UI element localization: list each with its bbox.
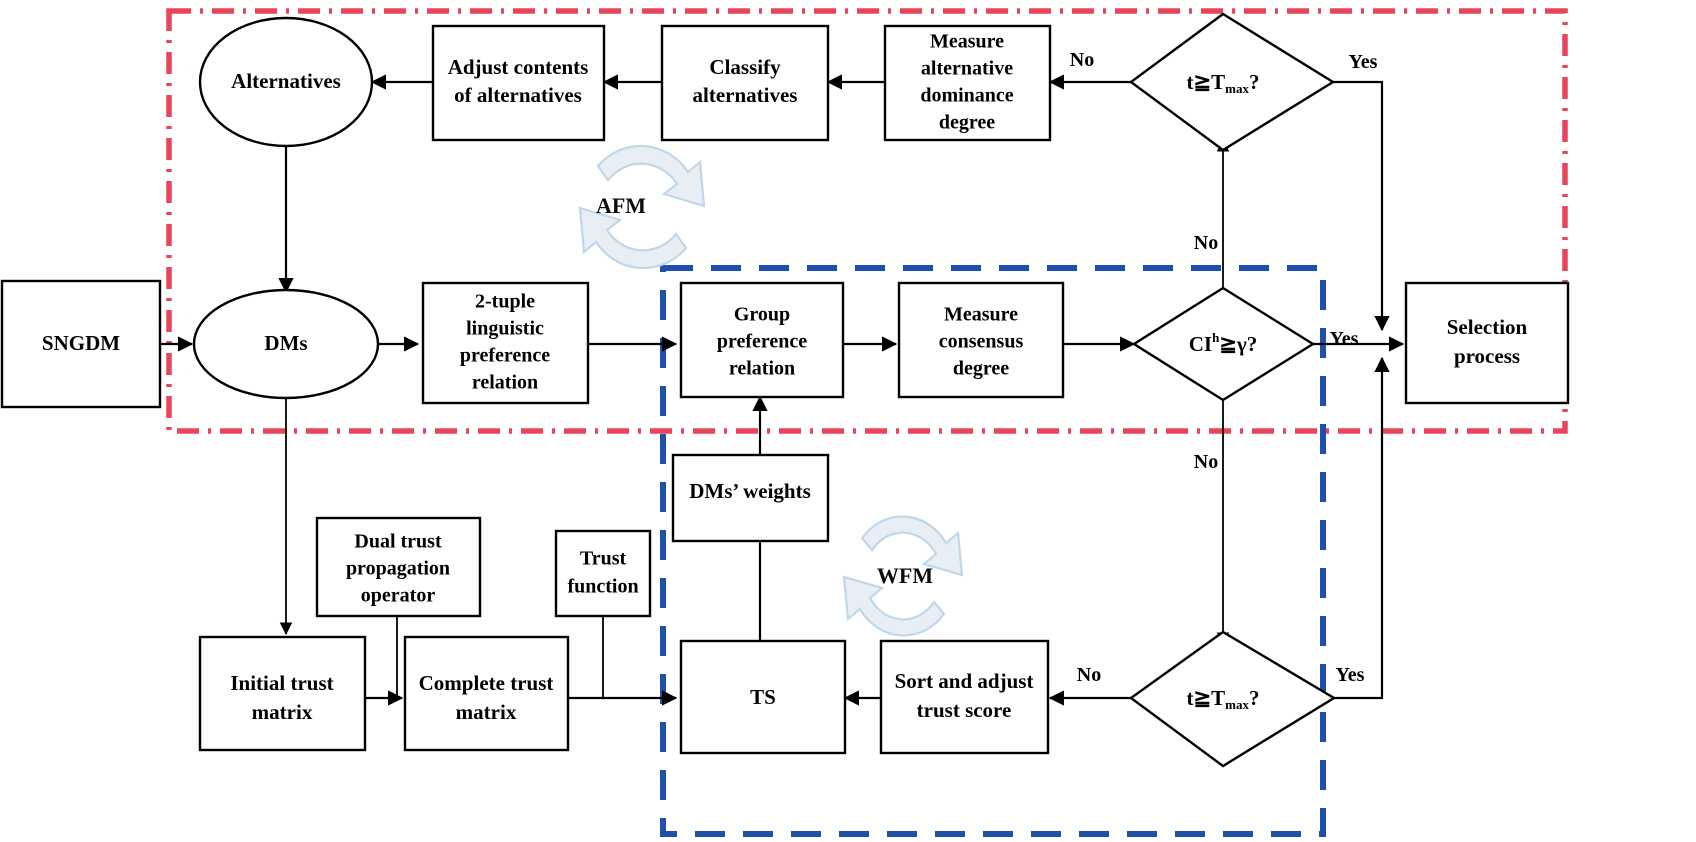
node-compmatrix-line1: Complete trust [419,671,554,695]
node-trustfunc-line2: function [567,576,638,598]
node-dominance-line1: Measure [930,31,1004,53]
edge-labels: No Yes No Yes No No Yes [1070,49,1378,686]
node-trust-function[interactable]: Trust function [554,529,652,618]
afm-frame [166,8,1568,434]
node-alternatives[interactable]: Alternatives [198,16,374,148]
decision-mid-label: CIh≧γ? [1189,330,1258,356]
edge-decbot-yes [1334,356,1390,700]
node-dominance-line4: degree [939,112,995,134]
node-dominance-line3: dominance [920,85,1013,107]
node-dmweights-label: DMs’ weights [689,479,811,503]
node-adjust-line1: Adjust contents [448,55,589,79]
node-ts-label: TS [750,685,776,709]
node-classify-line2: alternatives [693,83,798,107]
node-grouppref-line2: preference [717,331,807,353]
node-dominance-degree[interactable]: Measure alternative dominance degree [883,24,1052,142]
node-2tuple-relation[interactable]: 2-tuple linguistic preference relation [421,281,590,405]
wfm-cycle-label: WFM [877,563,933,588]
node-grouppref-line3: relation [729,358,795,380]
wfm-frame [660,265,1326,837]
node-tuple-line1: 2-tuple [475,291,535,313]
node-consensus-degree[interactable]: Measure consensus degree [897,281,1065,399]
node-tuple-line4: relation [472,372,538,394]
label-mid-no-down: No [1194,451,1218,473]
node-dualtrust-line3: operator [361,585,436,607]
node-ts[interactable]: TS [679,639,847,755]
decision-bottom-tmax[interactable]: t≧Tmax? [1128,630,1337,768]
afm-cycle-icon: AFM [578,144,706,270]
node-initmatrix-line1: Initial trust [230,671,333,695]
node-initial-trust-matrix[interactable]: Initial trust matrix [198,635,367,752]
label-bot-yes: Yes [1336,664,1365,686]
node-compmatrix-line2: matrix [456,700,517,724]
node-group-preference[interactable]: Group preference relation [679,281,845,399]
node-dominance-line2: alternative [921,58,1013,80]
node-sort-adjust-trust[interactable]: Sort and adjust trust score [879,639,1050,755]
node-alternatives-label: Alternatives [231,69,341,93]
label-top-yes: Yes [1349,51,1378,73]
node-dualtrust-line1: Dual trust [354,531,442,553]
node-selection-process[interactable]: Selection process [1404,281,1570,405]
node-initmatrix-line2: matrix [252,700,313,724]
wfm-cycle-icon: WFM [842,515,964,637]
node-trustfunc-line1: Trust [580,548,627,570]
node-selection-line2: process [1454,344,1520,368]
decision-top-label: t≧Tmax? [1187,70,1260,96]
node-adjust-line2: of alternatives [454,83,582,107]
node-dualtrust-line2: propagation [346,558,450,580]
node-consensus-line2: consensus [939,331,1024,353]
node-dms-label: DMs [264,331,307,355]
nodes: SNGDM Alternatives DMs Adjust contents o… [0,12,1570,768]
node-tuple-line2: linguistic [466,318,544,340]
decision-bottom-label: t≧Tmax? [1187,686,1260,712]
label-top-no: No [1070,49,1094,71]
node-tuple-line3: preference [460,345,550,367]
node-adjust-contents[interactable]: Adjust contents of alternatives [431,24,606,142]
edge-dectop-yes [1332,80,1390,332]
decision-top-tmax[interactable]: t≧Tmax? [1128,12,1336,152]
label-bot-no: No [1077,664,1101,686]
node-complete-trust-matrix[interactable]: Complete trust matrix [403,635,570,752]
node-selection-line1: Selection [1447,315,1528,339]
node-grouppref-line1: Group [734,304,790,326]
node-dms[interactable]: DMs [192,288,380,400]
edge-dualtrust-compmatrix [390,616,404,705]
afm-cycle-label: AFM [596,193,646,218]
connectors [160,74,1405,706]
node-dual-trust-operator[interactable]: Dual trust propagation operator [315,516,482,618]
node-sngdm[interactable]: SNGDM [0,279,162,409]
node-sortadjust-line1: Sort and adjust [895,669,1034,693]
node-sortadjust-line2: trust score [917,698,1012,722]
node-dms-weights[interactable]: DMs’ weights [671,453,830,543]
node-classify-line1: Classify [709,55,781,79]
decision-mid-consensus[interactable]: CIh≧γ? [1131,286,1316,402]
label-mid-no-up: No [1194,232,1218,254]
node-consensus-line3: degree [953,358,1009,380]
node-classify-alternatives[interactable]: Classify alternatives [660,24,830,142]
label-mid-yes: Yes [1330,328,1359,350]
node-sngdm-label: SNGDM [42,331,120,355]
node-consensus-line1: Measure [944,304,1018,326]
